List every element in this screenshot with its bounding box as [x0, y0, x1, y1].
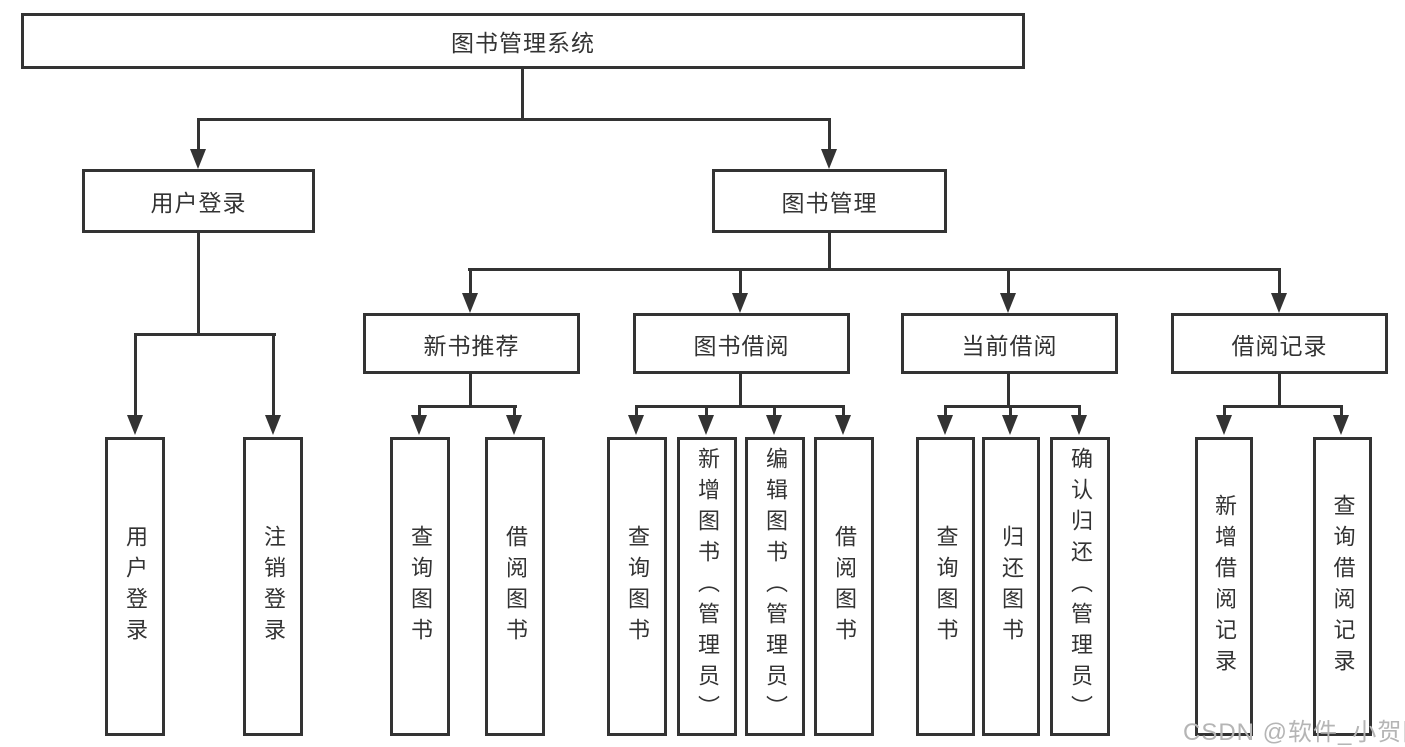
connector-stem-book-borrow: [739, 268, 742, 295]
connector-stem-borrow-records-leaf-1: [1340, 405, 1343, 417]
connector-current-borrow-bar: [944, 405, 1081, 408]
node-borrow-records: 借阅记录: [1171, 313, 1388, 374]
node-book-borrow: 图书借阅: [633, 313, 850, 374]
connector-stem-new-book-rec-leaf-1: [513, 405, 516, 417]
node-new-book-rec-leaf-borrow: 借阅图书: [485, 437, 545, 736]
arrow-to-book-mgmt: [821, 149, 837, 169]
connector-stem-user-login-leaf-1: [272, 333, 275, 415]
node-book-borrow-leaf-borrow: 借阅图书: [814, 437, 874, 736]
node-book-borrow-leaf-borrow-label: 借阅图书: [832, 524, 857, 649]
node-borrow-records-label: 借阅记录: [1231, 332, 1328, 359]
node-user-login-label: 用户登录: [150, 190, 247, 216]
connector-book-borrow-stem: [739, 374, 742, 407]
node-borrow-records-leaf-add: 新增借阅记录: [1195, 437, 1253, 736]
connector-stem-new-book-rec: [469, 268, 472, 295]
node-current-borrow-leaf-query: 查询图书: [916, 437, 975, 736]
connector-stem-current-borrow: [1007, 268, 1010, 295]
node-current-borrow-leaf-return: 归还图书: [982, 437, 1040, 736]
arrow-to-current-borrow-leaf-0: [937, 415, 953, 435]
node-borrow-records-leaf-add-label: 新增借阅记录: [1212, 493, 1237, 680]
connector-stem-current-borrow-leaf-2: [1078, 405, 1081, 417]
connector-user-login-stem: [197, 233, 200, 335]
connector-stem-user-login: [197, 118, 200, 151]
node-current-borrow-leaf-confirm-label: 确认归还（管理员）: [1068, 447, 1093, 726]
arrow-to-book-borrow-leaf-0: [628, 415, 644, 435]
connector-borrow-records-bar: [1223, 405, 1343, 408]
node-current-borrow-leaf-return-label: 归还图书: [999, 524, 1024, 649]
arrow-to-borrow-records-leaf-1: [1333, 415, 1349, 435]
connector-level3-bar: [468, 268, 1281, 271]
arrow-to-book-borrow-leaf-3: [835, 415, 851, 435]
connector-borrow-records-stem: [1278, 374, 1281, 407]
arrow-to-new-book-rec-leaf-0: [411, 415, 427, 435]
arrow-to-new-book-rec-leaf-1: [506, 415, 522, 435]
node-borrow-records-leaf-query-label: 查询借阅记录: [1330, 493, 1356, 680]
node-user-login-leaf-login: 用户登录: [105, 437, 165, 736]
arrow-to-new-book-rec: [462, 293, 478, 313]
arrow-to-book-borrow-leaf-1: [698, 415, 714, 435]
connector-stem-user-login-leaf-0: [134, 333, 137, 415]
node-book-borrow-leaf-edit: 编辑图书（管理员）: [745, 437, 805, 736]
connector-book-mgmt-stem: [828, 233, 831, 270]
csdn-watermark: CSDN @软件_小贺同学: [1183, 719, 1405, 746]
arrow-to-borrow-records: [1271, 293, 1287, 313]
connector-new-book-rec-bar: [418, 405, 517, 408]
node-book-borrow-label: 图书借阅: [693, 332, 790, 359]
node-user-login-leaf-login-label: 用户登录: [123, 524, 148, 649]
arrow-to-borrow-records-leaf-0: [1216, 415, 1232, 435]
connector-stem-borrow-records-leaf-0: [1223, 405, 1226, 417]
arrow-to-user-login: [190, 149, 206, 169]
node-book-borrow-leaf-add: 新增图书（管理员）: [677, 437, 737, 736]
node-new-book-rec-leaf-query-label: 查询图书: [408, 524, 433, 649]
node-user-login: 用户登录: [82, 169, 315, 233]
connector-stem-current-borrow-leaf-1: [1009, 405, 1012, 417]
connector-user-login-bar: [134, 333, 276, 336]
node-book-mgmt: 图书管理: [712, 169, 947, 233]
arrow-to-book-borrow: [732, 293, 748, 313]
node-new-book-rec-leaf-borrow-label: 借阅图书: [503, 524, 528, 649]
node-book-borrow-leaf-edit-label: 编辑图书（管理员）: [763, 447, 788, 726]
connector-stem-new-book-rec-leaf-0: [418, 405, 421, 417]
node-root-label: 图书管理系统: [451, 30, 595, 56]
connector-stem-book-borrow-leaf-2: [773, 405, 776, 417]
node-current-borrow-label: 当前借阅: [961, 332, 1058, 359]
connector-stem-book-borrow-leaf-0: [635, 405, 638, 417]
connector-new-book-rec-stem: [469, 374, 472, 407]
node-user-login-leaf-logout: 注销登录: [243, 437, 303, 736]
connector-stem-borrow-records: [1278, 268, 1281, 295]
node-current-borrow-leaf-query-label: 查询图书: [933, 524, 959, 649]
node-new-book-rec: 新书推荐: [363, 313, 580, 374]
connector-stem-current-borrow-leaf-0: [944, 405, 947, 417]
node-book-borrow-leaf-query-label: 查询图书: [625, 524, 650, 649]
arrow-to-current-borrow-leaf-1: [1002, 415, 1018, 435]
node-root: 图书管理系统: [21, 13, 1025, 69]
connector-stem-book-borrow-leaf-3: [842, 405, 845, 417]
connector-book-borrow-bar: [635, 405, 845, 408]
node-borrow-records-leaf-query: 查询借阅记录: [1313, 437, 1372, 736]
node-current-borrow: 当前借阅: [901, 313, 1118, 374]
arrow-to-current-borrow: [1000, 293, 1016, 313]
node-new-book-rec-leaf-query: 查询图书: [390, 437, 450, 736]
connector-stem-book-borrow-leaf-1: [705, 405, 708, 417]
node-new-book-rec-label: 新书推荐: [423, 332, 520, 359]
node-book-borrow-leaf-add-label: 新增图书（管理员）: [695, 447, 720, 726]
connector-level2-bar: [197, 118, 831, 121]
node-user-login-leaf-logout-label: 注销登录: [261, 524, 286, 649]
arrow-to-user-login-leaf-0: [127, 415, 143, 435]
arrow-to-user-login-leaf-1: [265, 415, 281, 435]
arrow-to-current-borrow-leaf-2: [1071, 415, 1087, 435]
arrow-to-book-borrow-leaf-2: [766, 415, 782, 435]
connector-stem-book-mgmt: [828, 118, 831, 151]
connector-root-stem: [521, 68, 524, 120]
node-book-mgmt-label: 图书管理: [781, 190, 878, 216]
connector-current-borrow-stem: [1007, 374, 1010, 407]
node-current-borrow-leaf-confirm: 确认归还（管理员）: [1050, 437, 1110, 736]
node-book-borrow-leaf-query: 查询图书: [607, 437, 667, 736]
